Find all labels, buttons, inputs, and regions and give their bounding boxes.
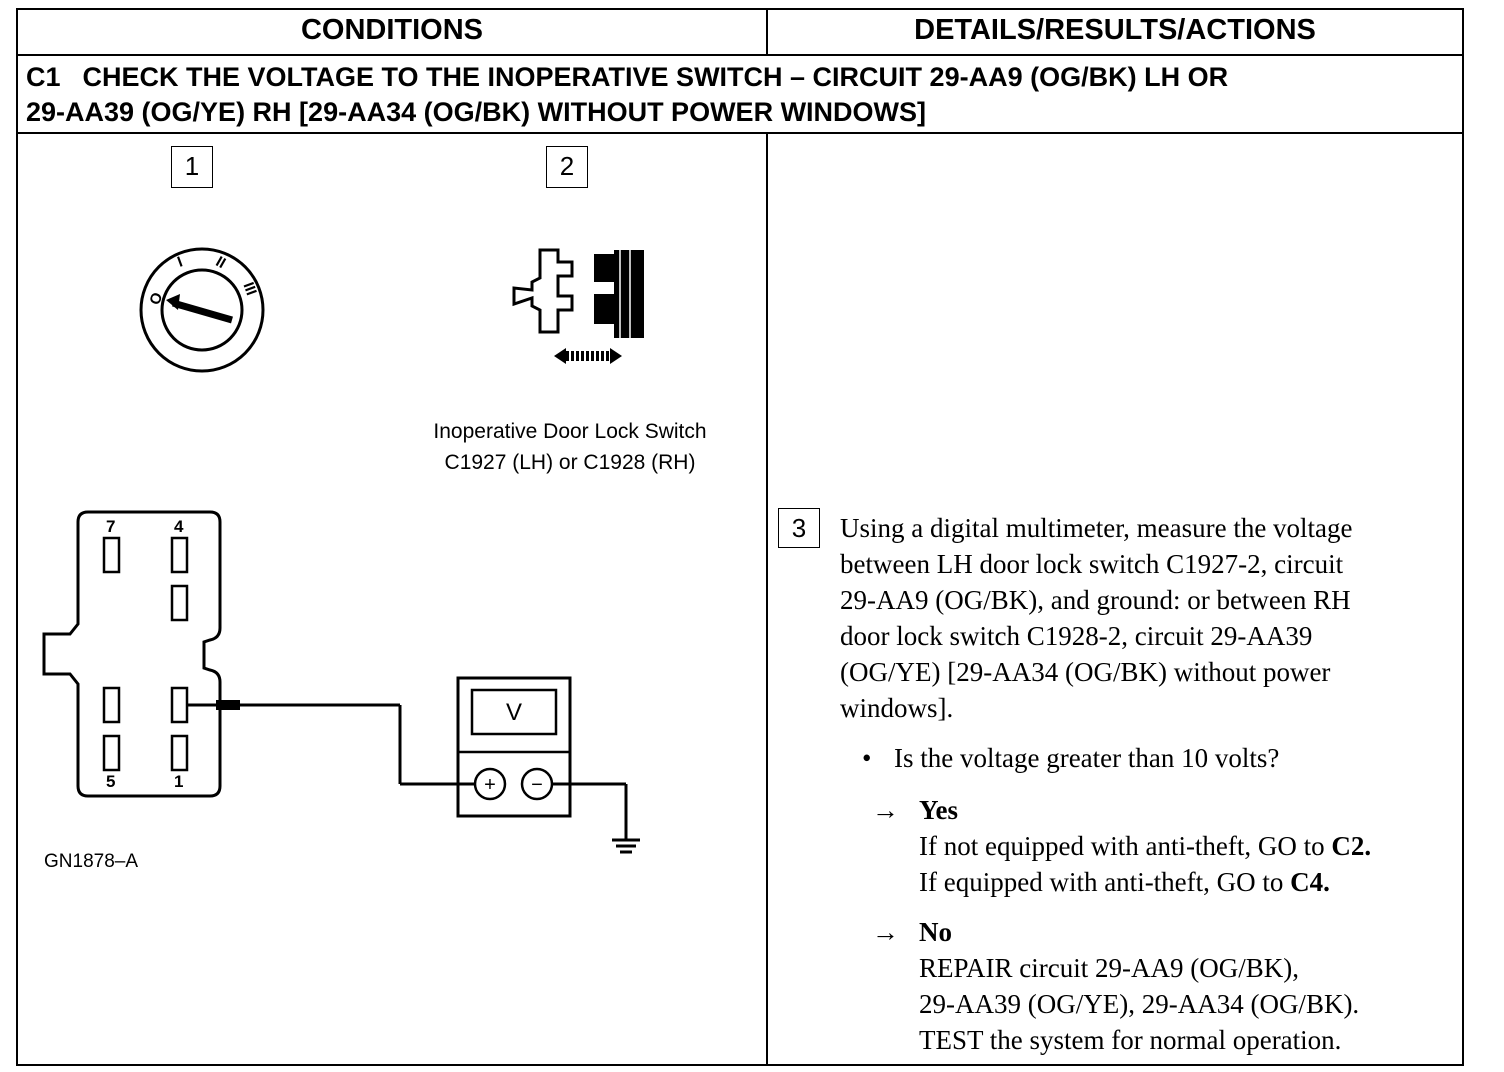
step-code: C1 bbox=[26, 62, 61, 92]
no-line-1: REPAIR circuit 29-AA9 (OG/BK), bbox=[919, 953, 1299, 983]
yes-line-2: If equipped with anti-theft, GO to C4. bbox=[919, 864, 1459, 900]
ignition-switch-icon: O I II III bbox=[139, 247, 265, 373]
step-number-1: 1 bbox=[171, 146, 213, 188]
header-divider bbox=[16, 54, 1464, 56]
question-item: • Is the voltage greater than 10 volts? bbox=[862, 740, 1422, 776]
step-title: C1 CHECK THE VOLTAGE TO THE INOPERATIVE S… bbox=[26, 60, 1446, 130]
yes-arrow: → bbox=[872, 795, 899, 825]
yes-line-1-text: If not equipped with anti-theft, GO to bbox=[919, 831, 1332, 861]
title-divider bbox=[16, 132, 1464, 134]
step-title-line1: CHECK THE VOLTAGE TO THE INOPERATIVE SWI… bbox=[82, 62, 1229, 92]
switch-caption-line1: Inoperative Door Lock Switch bbox=[433, 420, 707, 443]
no-line-2: 29-AA39 (OG/YE), 29-AA34 (OG/BK). bbox=[919, 989, 1360, 1019]
no-arrow: → bbox=[872, 917, 899, 947]
ignition-label-start: III bbox=[240, 280, 260, 298]
yes-branch: → Yes If not equipped with anti-theft, G… bbox=[872, 792, 1452, 902]
instruction-line: windows]. bbox=[840, 693, 954, 723]
no-branch: → No REPAIR circuit 29-AA9 (OG/BK), 29-A… bbox=[872, 914, 1452, 1064]
instruction-line: 29-AA9 (OG/BK), and ground: or between R… bbox=[840, 585, 1351, 615]
no-line-3: TEST the system for normal operation. bbox=[919, 1025, 1342, 1055]
meter-plus-label: + bbox=[484, 774, 496, 796]
column-divider-top bbox=[766, 8, 768, 56]
switch-caption-line2: C1927 (LH) or C1928 (RH) bbox=[444, 451, 696, 474]
pin-label-1: 1 bbox=[174, 772, 183, 791]
pin-label-5: 5 bbox=[106, 772, 115, 791]
step-number-3: 3 bbox=[778, 508, 820, 548]
instruction-line: between LH door lock switch C1927-2, cir… bbox=[840, 549, 1344, 579]
no-label: No bbox=[919, 917, 952, 947]
switch-caption: Inoperative Door Lock Switch C1927 (LH) … bbox=[390, 416, 750, 478]
pin-label-4: 4 bbox=[174, 517, 184, 536]
step-number-2: 2 bbox=[546, 146, 588, 188]
bullet-mark: • bbox=[862, 743, 872, 773]
step-title-line2: 29-AA39 (OG/YE) RH [29-AA34 (OG/BK) WITH… bbox=[26, 97, 927, 127]
yes-label: Yes bbox=[919, 795, 958, 825]
ignition-label-run: II bbox=[213, 253, 229, 272]
conditions-header: CONDITIONS bbox=[300, 14, 484, 46]
column-divider-body bbox=[766, 132, 768, 1066]
figure-id: GN1878–A bbox=[44, 851, 139, 872]
details-header: DETAILS/RESULTS/ACTIONS bbox=[914, 14, 1316, 46]
meter-display-label: V bbox=[506, 699, 522, 726]
yes-line-2-text: If equipped with anti-theft, GO to bbox=[919, 867, 1291, 897]
yes-line-1: If not equipped with anti-theft, GO to C… bbox=[919, 828, 1459, 864]
instruction-line: door lock switch C1928-2, circuit 29-AA3… bbox=[840, 621, 1313, 651]
ignition-label-acc: I bbox=[175, 253, 185, 270]
question-text: Is the voltage greater than 10 volts? bbox=[894, 743, 1280, 773]
connector-face-diagram: 7 4 5 1 V + − bbox=[42, 510, 640, 854]
meter-minus-label: − bbox=[531, 774, 543, 796]
procedure-table bbox=[16, 8, 1464, 1066]
instruction-text: Using a digital multimeter, measure the … bbox=[840, 510, 1440, 726]
instruction-line: Using a digital multimeter, measure the … bbox=[840, 513, 1353, 543]
goto-c2-link[interactable]: C2. bbox=[1331, 831, 1372, 861]
connector-disconnect-icon bbox=[512, 248, 644, 364]
goto-c4-link[interactable]: C4. bbox=[1290, 867, 1330, 897]
pin-label-7: 7 bbox=[106, 517, 115, 536]
instruction-line: (OG/YE) [29-AA34 (OG/BK) without power bbox=[840, 657, 1331, 687]
